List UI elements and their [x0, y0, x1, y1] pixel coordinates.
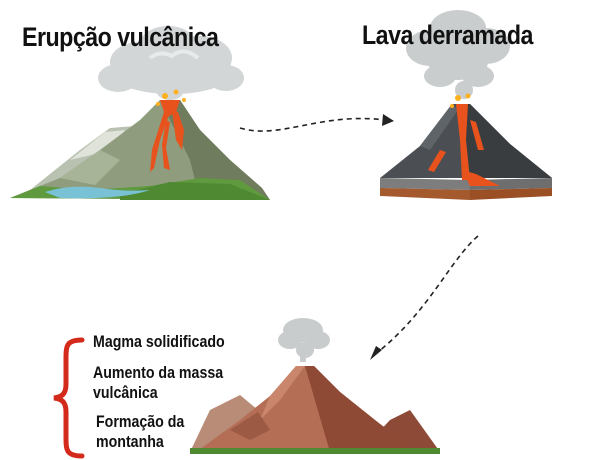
title-lava: Lava derramada: [362, 20, 533, 50]
label-mountain-formation: Formação da montanha: [96, 412, 184, 452]
lava-flow-icon: [150, 100, 184, 172]
title-eruption: Erupção vulcânica: [22, 22, 219, 52]
smoke-cloud-icon: [406, 10, 510, 99]
dormant-volcano-illustration: [190, 318, 440, 454]
lava-volcano-illustration: [380, 10, 552, 200]
label-mass-line1: Aumento da massa: [93, 364, 224, 382]
arrowhead-icon: [382, 114, 394, 126]
lava-flow-icon: [428, 104, 500, 186]
label-formation-line1: Formação da: [96, 413, 185, 431]
label-mass-line2: vulcânica: [93, 384, 158, 402]
erupting-volcano-illustration: [10, 26, 270, 200]
label-magma-text: Magma solidificado: [93, 333, 225, 351]
arrowhead-icon: [370, 346, 382, 360]
curly-brace-icon: [53, 337, 85, 459]
label-volcanic-mass: Aumento da massa vulcânica: [93, 363, 223, 403]
arrow-lava-to-formation: [370, 235, 479, 360]
arrow-eruption-to-lava: [239, 114, 394, 132]
smoke-cloud-icon: [278, 318, 330, 362]
label-formation-line2: montanha: [96, 433, 164, 451]
label-magma-solidified: Magma solidificado: [93, 332, 225, 352]
